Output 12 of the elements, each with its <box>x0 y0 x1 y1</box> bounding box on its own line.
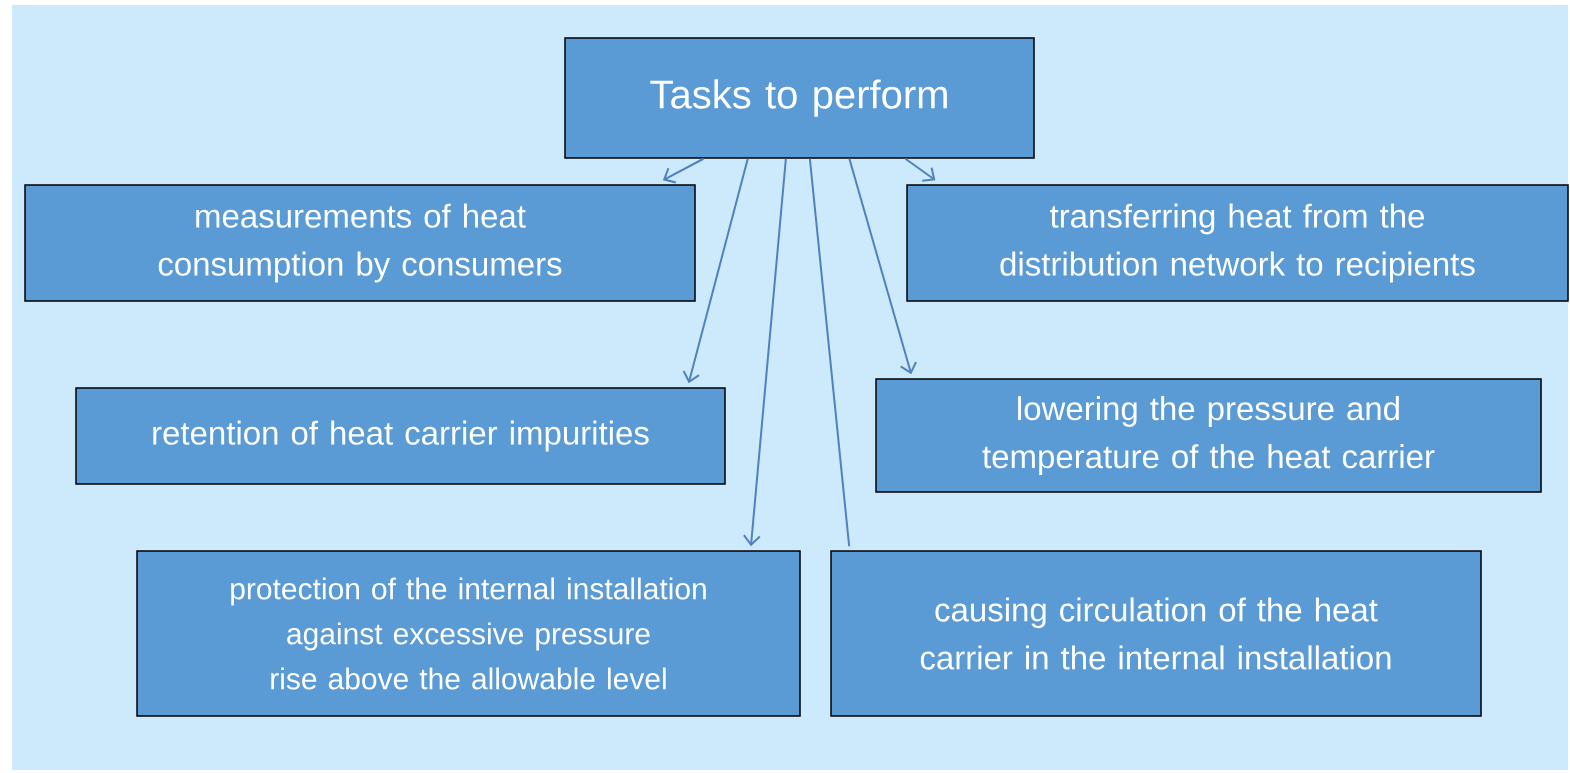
task-box: transferring heat from the distribution network to recipients <box>906 184 1569 302</box>
title-box: Tasks to perform <box>564 37 1035 159</box>
arrow <box>662 157 705 184</box>
task-box: protection of the internal installation against excessive pressure rise above the allowable level <box>136 550 801 717</box>
task-box: lowering the pressure and temperature of the heat carrier <box>875 378 1542 493</box>
arrow <box>848 157 918 375</box>
task-box: measurements of heat consumption by consumers <box>24 184 696 302</box>
arrow <box>682 157 749 384</box>
arrow <box>904 157 936 182</box>
task-box: causing circulation of the heat carrier in the internal installation <box>830 550 1482 717</box>
task-box: retention of heat carrier impurities <box>75 387 726 485</box>
arrow <box>742 157 787 547</box>
